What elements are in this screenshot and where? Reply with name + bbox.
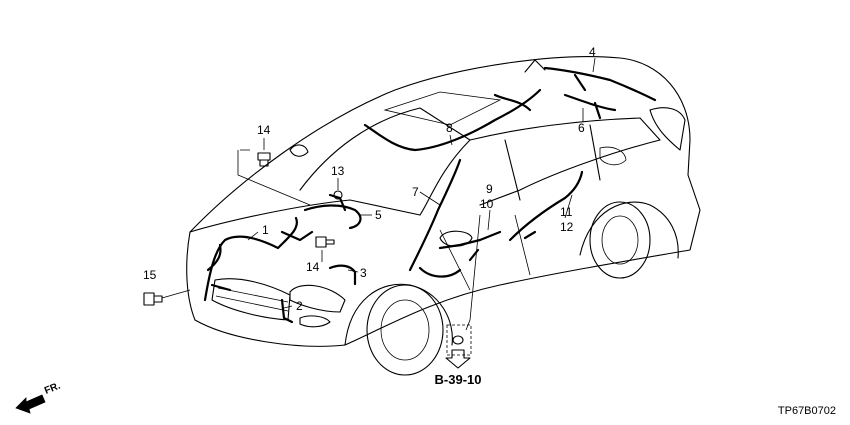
callout-2: 2 — [296, 299, 303, 313]
callout-labels: 1 2 3 4 5 6 7 8 9 10 11 12 13 14 14 15 — [143, 45, 596, 313]
front-direction-indicator: FR. — [15, 380, 62, 414]
callout-15: 15 — [143, 268, 157, 282]
callout-6: 6 — [578, 121, 585, 135]
callout-9: 9 — [486, 182, 493, 196]
door-harness — [438, 230, 502, 262]
tailgate-harness — [543, 66, 657, 102]
bolt-15-icon — [143, 292, 163, 306]
bumper-harness — [280, 298, 294, 324]
rear-harness — [563, 93, 617, 120]
callout-7: 7 — [412, 185, 419, 199]
inset-part-box — [446, 324, 472, 356]
callout-13: 13 — [331, 164, 345, 178]
rear-door-harness — [508, 170, 584, 242]
callout-14-lower: 14 — [306, 260, 320, 274]
wire-harnesses — [203, 66, 657, 324]
down-arrow-icon — [445, 349, 471, 369]
callout-10: 10 — [480, 197, 494, 211]
leader-lines — [161, 57, 596, 331]
front-arrow-icon — [15, 394, 46, 414]
direction-label: FR. — [43, 380, 62, 396]
fasteners — [143, 152, 472, 356]
callout-11: 11 — [560, 205, 573, 219]
sub-harness-3 — [328, 264, 357, 286]
callout-12: 12 — [560, 220, 574, 234]
dashboard-harness — [303, 193, 362, 230]
callout-3: 3 — [360, 266, 367, 280]
callout-5: 5 — [375, 208, 382, 222]
reference-label: B-39-10 — [435, 372, 482, 387]
callout-4: 4 — [589, 45, 596, 59]
car-body-outline — [186, 56, 701, 376]
floor-harness — [408, 158, 462, 278]
bolt-14-lower-icon — [315, 236, 335, 248]
callout-1: 1 — [262, 223, 269, 237]
roof-harness — [363, 88, 542, 152]
engine-sub-harness — [206, 230, 314, 292]
callout-14-upper: 14 — [257, 123, 271, 137]
reference-group: B-39-10 — [435, 349, 482, 387]
diagram-code: TP67B0702 — [778, 405, 836, 417]
bolt-14-upper-icon — [257, 152, 271, 167]
clip-13-icon — [333, 190, 343, 200]
callout-8: 8 — [446, 121, 453, 135]
